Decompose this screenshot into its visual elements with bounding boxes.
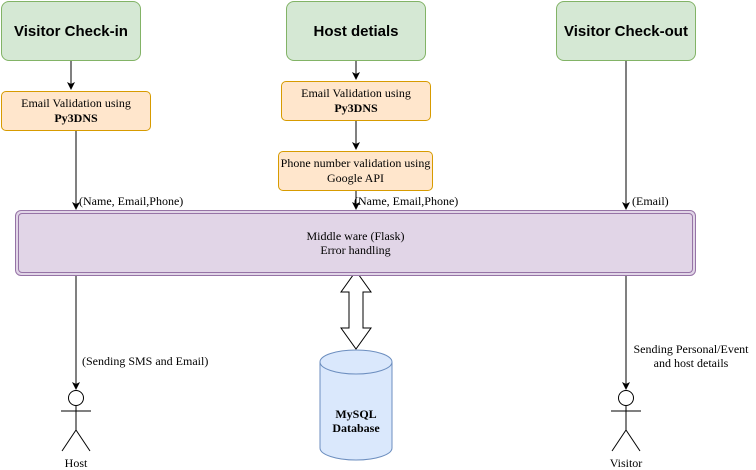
visitor-checkin-box: Visitor Check-in (1, 1, 141, 61)
visitor-actor-label: Visitor (609, 456, 643, 470)
email-validation-mid-box: Email Validation using Py3DNS (281, 81, 431, 121)
host-actor-label: Host (64, 456, 88, 470)
phone-validation-line1: Phone number validation using (280, 156, 431, 170)
database-line1: MySQL (335, 407, 377, 421)
sending-personal-label: Sending Personal/Event and host details (630, 342, 752, 370)
email-validation-mid-line1: Email Validation using (301, 86, 411, 100)
double-arrow (340, 270, 372, 350)
email-validation-left-line1: Email Validation using (21, 96, 131, 110)
database-line2: Database (332, 421, 380, 435)
phone-validation-box: Phone number validation using Google API (278, 151, 433, 191)
visitor-checkout-box: Visitor Check-out (556, 1, 696, 61)
left-fields-label: (Name, Email,Phone) (79, 194, 184, 208)
host-details-box: Host detials (286, 1, 426, 61)
right-fields-label: (Email) (632, 194, 669, 208)
sending-personal-line2: and host details (653, 356, 729, 370)
visitor-checkin-label: Visitor Check-in (14, 22, 128, 40)
phone-validation-line2: Google API (327, 171, 384, 185)
middleware-line2: Error handling (320, 243, 391, 257)
visitor-actor-icon (611, 390, 641, 452)
middleware-line1: Middle ware (Flask) (306, 229, 405, 243)
database-cylinder (319, 349, 393, 461)
visitor-checkout-label: Visitor Check-out (564, 22, 688, 40)
host-actor-icon (61, 390, 91, 452)
email-validation-mid-line2: Py3DNS (334, 101, 378, 115)
email-validation-left-line2: Py3DNS (54, 111, 98, 125)
host-details-label: Host detials (313, 22, 399, 40)
sending-sms-label: (Sending SMS and Email) (82, 354, 209, 368)
middleware-box: Middle ware (Flask) Error handling (18, 213, 693, 273)
sending-personal-line1: Sending Personal/Event (633, 342, 749, 356)
mid-fields-label: (Name, Email,Phone) (354, 194, 459, 208)
email-validation-left-box: Email Validation using Py3DNS (1, 91, 151, 131)
database-label: MySQL Database (320, 407, 392, 435)
